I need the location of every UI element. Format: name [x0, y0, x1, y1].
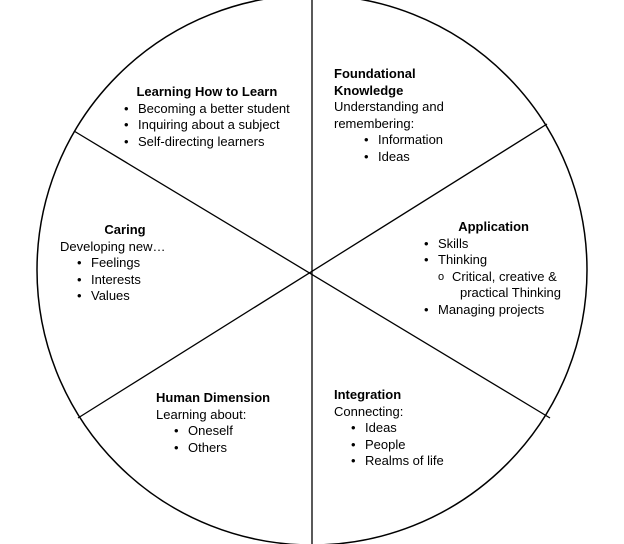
list-item: Becoming a better student [124, 101, 290, 118]
segment-subtitle: Learning about: [156, 406, 247, 422]
segment-title: Human Dimension [156, 390, 271, 405]
list-item: Feelings [77, 255, 190, 272]
item-list: Information Ideas [364, 132, 444, 165]
list-item: Skills [424, 236, 561, 253]
list-item: Thinking [424, 252, 561, 269]
list-item: Realms of life [351, 453, 444, 470]
segment-subtitle-line2: remembering: [334, 115, 415, 131]
list-item: Values [77, 288, 190, 305]
segment-title-line2: Knowledge [334, 82, 404, 98]
list-item: Ideas [364, 149, 444, 166]
segment-learning-how-to-learn: Learning How to Learn Becoming a better … [124, 84, 290, 150]
list-item: People [351, 437, 444, 454]
segment-application: Application Skills Thinking Critical, cr… [424, 219, 561, 318]
list-item: Others [174, 440, 270, 457]
list-item: Self-directing learners [124, 134, 290, 151]
segment-subtitle-line1: Understanding and [334, 99, 444, 114]
list-item: Oneself [174, 423, 270, 440]
divider-diagonal-a [73, 130, 551, 419]
sub-item-line1: Critical, creative & [452, 268, 557, 284]
sub-list-item: Critical, creative & [438, 269, 561, 286]
list-item: Inquiring about a subject [124, 117, 290, 134]
item-list: Becoming a better student Inquiring abou… [124, 101, 290, 151]
list-item: Interests [77, 272, 190, 289]
segment-human-dimension: Human Dimension Learning about: Oneself … [156, 390, 270, 456]
item-list: Skills Thinking Critical, creative & pra… [424, 236, 561, 319]
segment-caring: Caring Developing new… Feelings Interest… [60, 222, 190, 305]
sub-item-line2: practical Thinking [460, 285, 561, 300]
segment-title: Integration [334, 387, 402, 402]
item-list: Oneself Others [174, 423, 270, 456]
segment-title: Learning How to Learn [136, 84, 278, 99]
segment-foundational-knowledge: Foundational Knowledge Understanding and… [334, 66, 444, 165]
segment-subtitle: Connecting: [334, 403, 404, 419]
segment-title-line1: Foundational [334, 66, 416, 81]
item-list: Feelings Interests Values [77, 255, 190, 305]
segment-title: Application [458, 219, 529, 234]
segment-title: Caring [104, 222, 146, 237]
segment-integration: Integration Connecting: Ideas People Rea… [334, 387, 444, 470]
list-item: Ideas [351, 420, 444, 437]
segment-subtitle: Developing new… [60, 238, 166, 254]
list-item: Managing projects [424, 302, 561, 319]
divider-diagonal-b [77, 123, 548, 419]
outer-circle [36, 0, 588, 544]
item-list: Ideas People Realms of life [351, 420, 444, 470]
sub-list-item-continuation: practical Thinking [446, 285, 561, 302]
list-item: Information [364, 132, 444, 149]
